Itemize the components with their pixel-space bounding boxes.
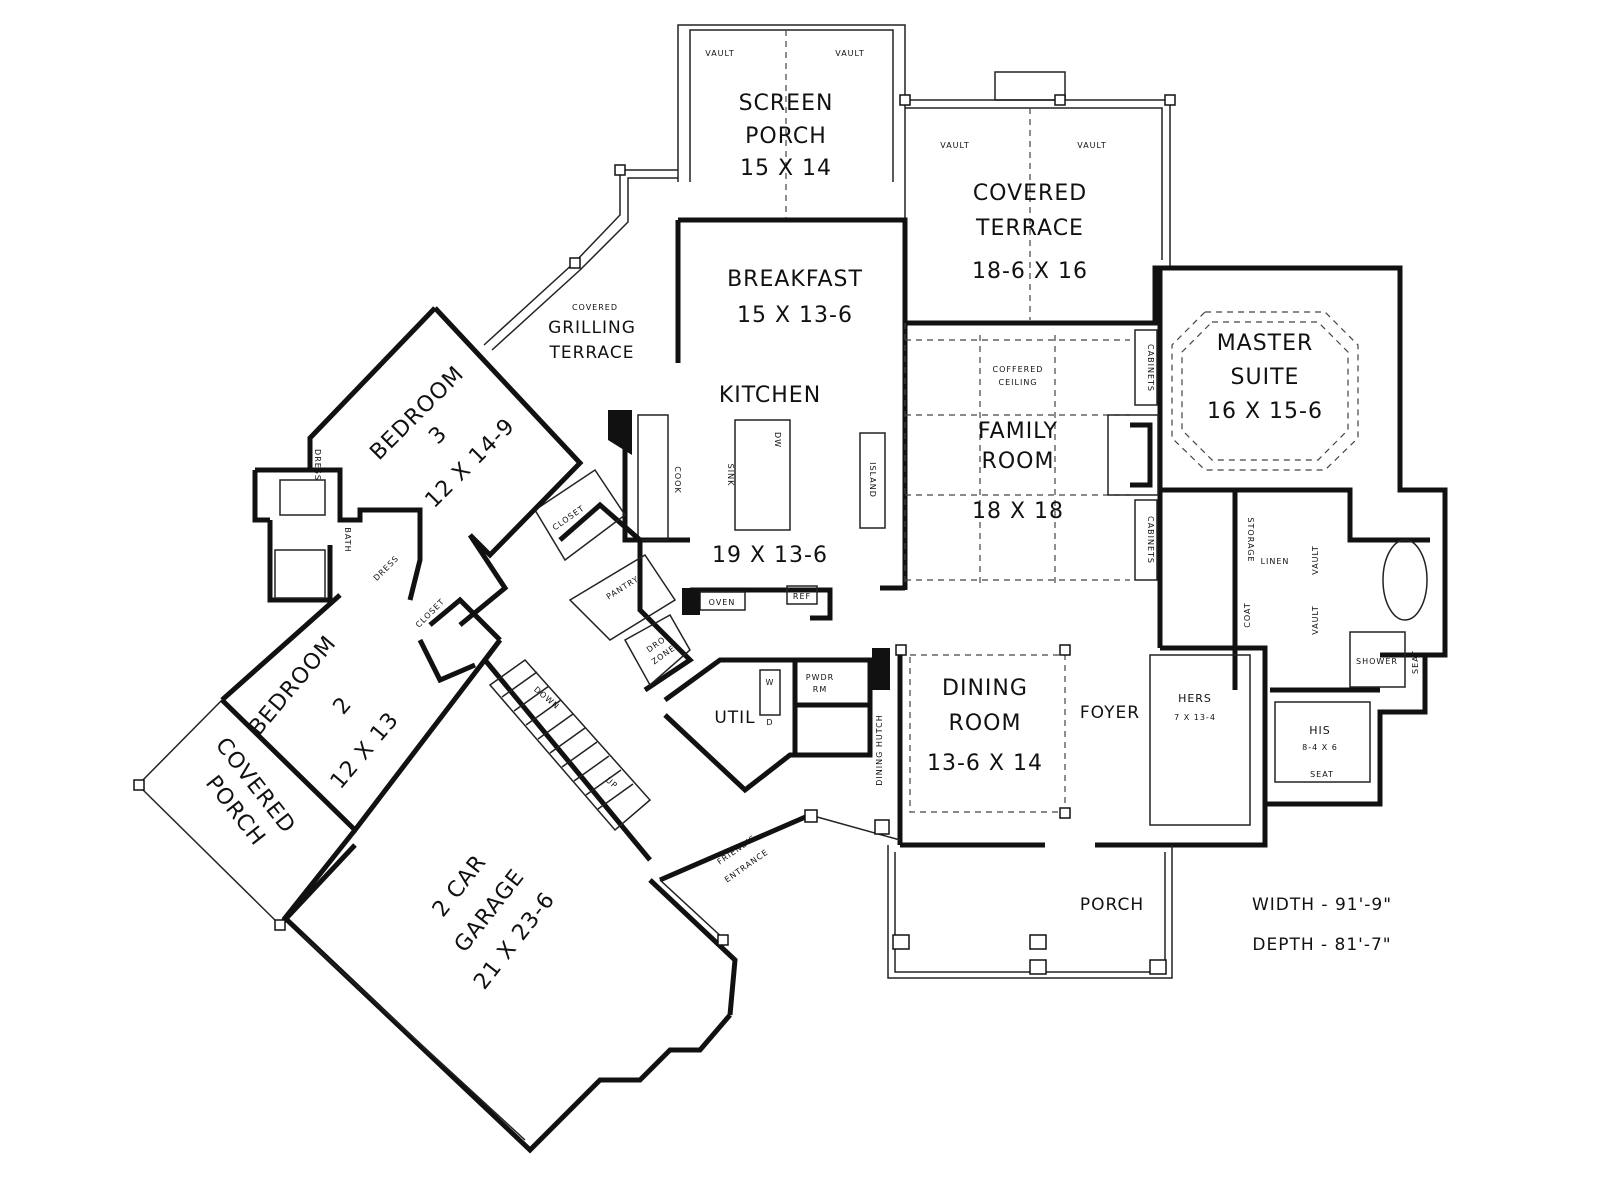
overall-dimensions: WIDTH - 91'-9" DEPTH - 81'-7" [1252,895,1392,955]
grilling-terrace-name-2: TERRACE [548,343,634,363]
bedroom2-name-1: BEDROOM [244,631,341,740]
vault-label: VAULT [1311,545,1320,575]
dryer-label: D [766,718,773,727]
covered-terrace-size: 18-6 X 16 [972,259,1088,284]
pwdr-label-2: RM [813,685,827,694]
hers-name: HERS [1178,692,1212,705]
family-room-name-2: ROOM [982,449,1055,474]
linen-label: LINEN [1261,557,1290,566]
washer-label: W [766,678,775,687]
stair-down-label: DOWN [532,685,561,711]
bedroom2-name-2: 2 [329,692,358,720]
vault-label: VAULT [1311,605,1320,635]
master-suite-name-2: SUITE [1231,365,1300,390]
hers-size: 7 X 13-4 [1174,713,1216,722]
sink-label: SINK [726,464,735,487]
dining-room-name-1: DINING [942,676,1028,701]
screen-porch-name-1: SCREEN [739,91,834,116]
width-dimension: WIDTH - 91'-9" [1252,895,1392,915]
screen-porch-name-2: PORCH [745,124,827,149]
ref-label: REF [793,592,811,601]
structure-lines [137,24,1448,1154]
master-suite-size: 16 X 15-6 [1207,399,1323,424]
seat-label: SEAT [1310,770,1334,779]
coffered-label-1: COFFERED [993,365,1044,374]
vault-label: VAULT [940,141,970,150]
family-room-size: 18 X 18 [972,499,1064,524]
covered-terrace-name-1: COVERED [973,181,1087,206]
island-label: ISLAND [868,462,877,498]
his-size: 8-4 X 6 [1302,743,1338,752]
closet-label: CLOSET [551,504,587,533]
dress-label: DRESS [372,554,401,583]
foyer-name: FOYER [1080,703,1140,723]
dining-hutch-label: DINING HUTCH [875,714,884,785]
pantry-label: PANTRY [605,574,641,601]
bedroom3-name-2: 3 [424,421,452,449]
bedroom3-name-1: BEDROOM [365,361,469,465]
grilling-terrace-name-1: GRILLING [548,318,636,338]
covered-terrace-name-2: TERRACE [975,216,1084,241]
depth-dimension: DEPTH - 81'-7" [1252,935,1391,955]
vault-label: VAULT [1077,141,1107,150]
breakfast-size: 15 X 13-6 [737,303,853,328]
his-name: HIS [1309,724,1331,737]
kitchen-name: KITCHEN [719,383,821,408]
porch-name: PORCH [1080,895,1144,915]
cook-label: COOK [673,466,682,493]
stair-up-label: UP [604,776,620,791]
cabinets-label: CABINETS [1146,344,1155,392]
columns [133,94,1176,975]
shower-label: SHOWER [1356,657,1398,666]
coffered-label-2: CEILING [999,378,1038,387]
seat-label: SEAT [1411,650,1420,674]
oven-label: OVEN [709,598,736,607]
master-suite-name-1: MASTER [1217,331,1314,356]
screen-porch-size: 15 X 14 [740,156,832,181]
dw-label: DW [773,432,782,448]
family-room-name-1: FAMILY [978,419,1058,444]
util-label: UTIL [714,708,755,728]
grilling-terrace-covered: COVERED [572,303,618,312]
breakfast-name: BREAKFAST [727,267,863,292]
dining-room-size: 13-6 X 14 [927,751,1043,776]
kitchen-size: 19 X 13-6 [712,543,828,568]
dress-label: DRESS [313,449,322,481]
pwdr-label-1: PWDR [806,673,834,682]
cabinets-label: CABINETS [1146,516,1155,564]
bath-label: BATH [343,527,352,552]
stair-treads [501,671,634,810]
vault-label: VAULT [835,49,865,58]
vault-label: VAULT [705,49,735,58]
dining-room-name-2: ROOM [949,711,1022,736]
storage-label: STORAGE [1246,517,1255,562]
coat-label: COAT [1243,602,1252,627]
